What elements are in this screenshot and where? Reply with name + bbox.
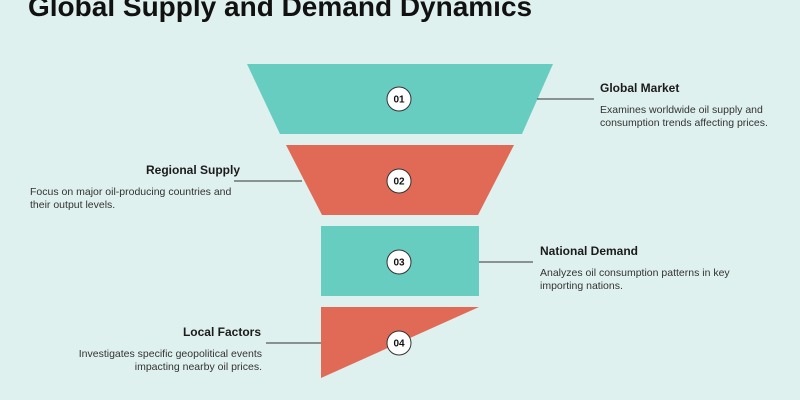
stage-description-national-demand: Analyzes oil consumption patterns in key… <box>540 267 730 292</box>
stage-number-3: 03 <box>393 258 405 269</box>
stage-label-global-market: Global Market <box>600 81 680 95</box>
stage-label-regional-supply: Regional Supply <box>145 163 240 177</box>
stage-description-global-market: Examines worldwide oil supply and consum… <box>600 104 768 129</box>
stage-number-2: 02 <box>393 177 405 188</box>
stage-description-local-factors: Investigates specific geopolitical event… <box>78 348 262 373</box>
stage-description-regional-supply: Focus on major oil-producing countries a… <box>30 186 232 211</box>
stage-label-national-demand: National Demand <box>540 244 639 258</box>
stage-number-1: 01 <box>393 95 405 106</box>
stage-number-circle-1 <box>386 86 412 112</box>
stage-label-local-factors: Local Factors <box>182 325 261 339</box>
page-title: Global Supply and Demand Dynamics <box>28 0 533 22</box>
stage-number-circle-2 <box>386 168 412 194</box>
stage-number-circle-4 <box>386 330 412 356</box>
stage-number-4: 04 <box>393 339 405 350</box>
stage-number-circle-3 <box>386 249 412 275</box>
